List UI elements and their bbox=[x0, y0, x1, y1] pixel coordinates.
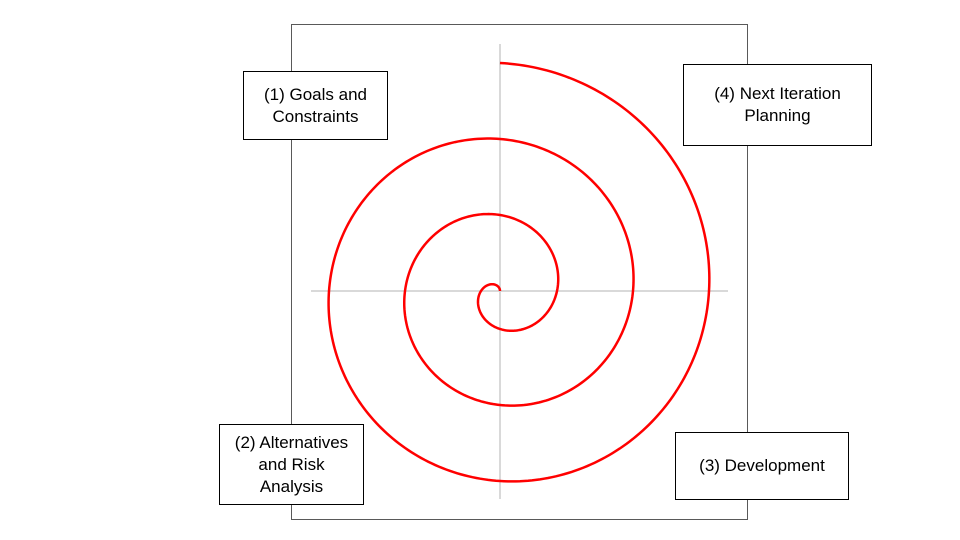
quadrant-planning-box: (4) Next Iteration Planning bbox=[683, 64, 872, 146]
quadrant-development-box: (3) Development bbox=[675, 432, 849, 500]
quadrant-alternatives-box: (2) Alternatives and Risk Analysis bbox=[219, 424, 364, 505]
frame bbox=[291, 24, 748, 520]
spiral-path bbox=[327, 61, 711, 483]
quadrant-goals-box: (1) Goals and Constraints bbox=[243, 71, 388, 140]
